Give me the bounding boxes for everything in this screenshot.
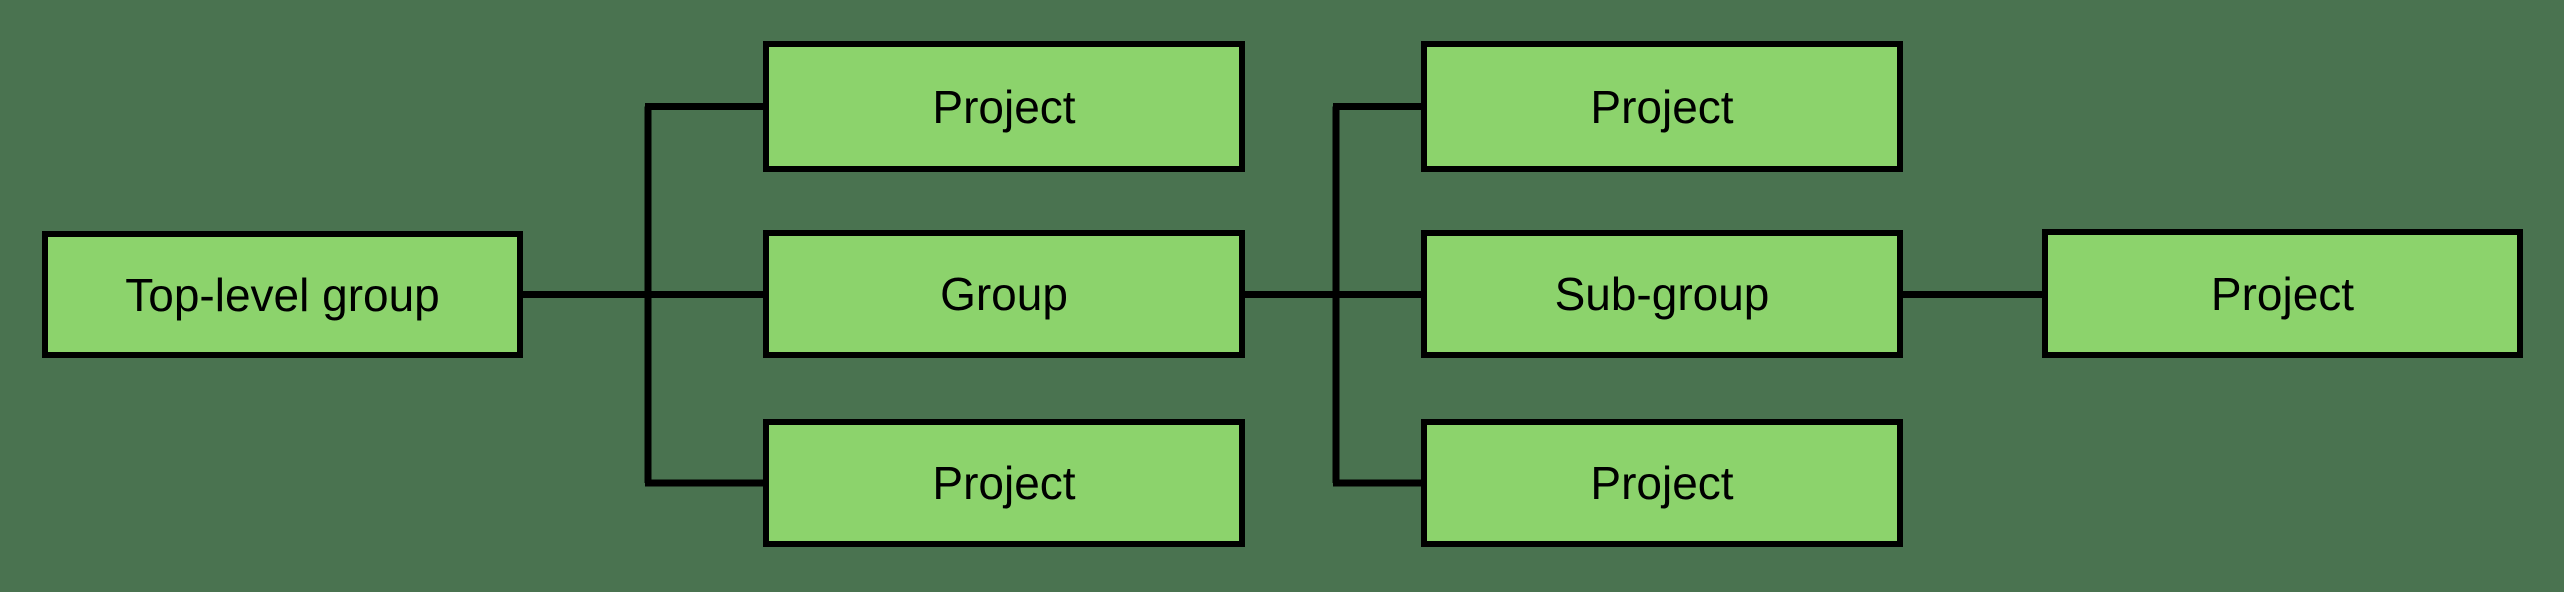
node-label: Project xyxy=(932,457,1076,509)
node-label: Project xyxy=(1590,80,1734,133)
node-label: Project xyxy=(932,80,1076,133)
node-label: Project xyxy=(1590,457,1734,509)
node-label: Group xyxy=(940,268,1068,320)
node-project-c: Project xyxy=(1421,41,1903,172)
node-label: Project xyxy=(2210,267,2355,320)
node-label: Top-level group xyxy=(125,268,440,321)
node-project-a: Project xyxy=(763,41,1245,172)
node-top-level-group: Top-level group xyxy=(42,231,523,358)
node-project-e: Project xyxy=(2042,229,2523,358)
node-project-b: Project xyxy=(763,419,1245,547)
node-label: Sub-group xyxy=(1554,268,1770,320)
node-sub-group: Sub-group xyxy=(1421,230,1903,358)
node-project-d: Project xyxy=(1421,419,1903,547)
node-group: Group xyxy=(763,230,1245,358)
